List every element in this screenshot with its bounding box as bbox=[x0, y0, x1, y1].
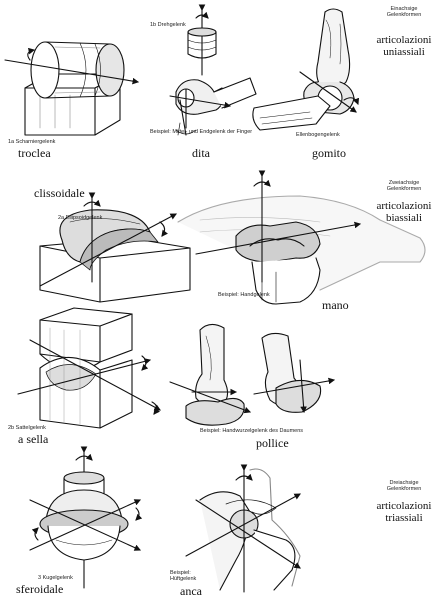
hinge-label-de: 1a Scharniergelenk bbox=[8, 139, 56, 145]
triaxial-title-line1: articolazioni bbox=[376, 500, 432, 512]
triaxial-header-de: Dreiachsige Gelenkformen bbox=[372, 480, 436, 492]
saddle-joint-drawing bbox=[17, 307, 161, 429]
saddle-label-de: 2b Sattelgelenk bbox=[8, 425, 46, 431]
hinge-label-it: troclea bbox=[18, 146, 51, 160]
finger-joint-drawing bbox=[169, 77, 257, 136]
pivot-joint-drawing bbox=[187, 4, 217, 76]
hip-label-line2: Hüftgelenk bbox=[170, 576, 197, 582]
triaxial-title-line2: triassiali bbox=[385, 512, 423, 524]
biaxial-header-line2: Gelenkformen bbox=[386, 186, 422, 192]
biaxial-title-line1: articolazioni bbox=[376, 200, 432, 212]
finger-label-it: dita bbox=[192, 146, 210, 160]
elbow-label-de: Ellenbogengelenk bbox=[296, 132, 340, 138]
elbow-label-it: gomito bbox=[312, 146, 347, 160]
elbow-joint-drawing bbox=[252, 8, 360, 131]
uniaxial-header-de: Einachsige Gelenkformen bbox=[372, 6, 436, 18]
hand-label-it: mano bbox=[322, 298, 349, 312]
uniaxial-header-line1: Einachsige bbox=[390, 6, 418, 12]
ball-socket-joint-drawing bbox=[29, 446, 143, 589]
biaxial-title-it: articolazioni biassiali bbox=[366, 200, 442, 224]
thumb-label-de: Beispiel: Handwurzelgelenk des Daumens bbox=[200, 428, 304, 434]
hip-label-it: anca bbox=[180, 584, 202, 598]
hinge-joint-drawing bbox=[4, 41, 140, 136]
hip-label-line1: Beispiel: bbox=[170, 570, 191, 576]
ellipsoid-label-de: 2a Ellipsoidgelenk bbox=[58, 215, 103, 221]
pivot-label-de: 1b Drehgelenk bbox=[150, 22, 186, 28]
uniaxial-header-line2: Gelenkformen bbox=[386, 12, 422, 18]
triaxial-title-it: articolazioni triassiali bbox=[366, 500, 442, 524]
hand-wrist-drawing bbox=[177, 170, 426, 305]
uniaxial-title-line1: articolazioni bbox=[376, 34, 432, 46]
ellipsoid-joint-drawing bbox=[39, 192, 191, 303]
triaxial-header-line1: Dreiachsige bbox=[389, 480, 419, 486]
thumb-label-it: pollice bbox=[256, 436, 289, 450]
biaxial-header-de: Zweiachsige Gelenkformen bbox=[372, 180, 436, 192]
ball-label-it: sferoidale bbox=[16, 582, 64, 596]
ellipsoid-label-it: clissoidale bbox=[34, 186, 85, 200]
thumb-joint-drawing bbox=[169, 323, 336, 426]
uniaxial-title-line2: uniassiali bbox=[383, 46, 425, 58]
hip-label-de: Beispiel: Hüftgelenk bbox=[170, 570, 196, 582]
hip-joint-drawing bbox=[185, 464, 301, 593]
biaxial-title-line2: biassiali bbox=[385, 212, 423, 224]
hand-label-de: Beispiel: Handgelenk bbox=[218, 292, 270, 298]
uniaxial-title-it: articolazioni uniassiali bbox=[366, 34, 442, 58]
saddle-label-it: a sella bbox=[18, 432, 49, 446]
finger-label-de: Beispiel: Mittel- und Endgelenk der Fing… bbox=[150, 129, 253, 135]
ball-label-de: 3 Kugelgelenk bbox=[38, 575, 73, 581]
biaxial-header-line1: Zweiachsige bbox=[388, 180, 420, 186]
triaxial-header-line2: Gelenkformen bbox=[386, 486, 422, 492]
